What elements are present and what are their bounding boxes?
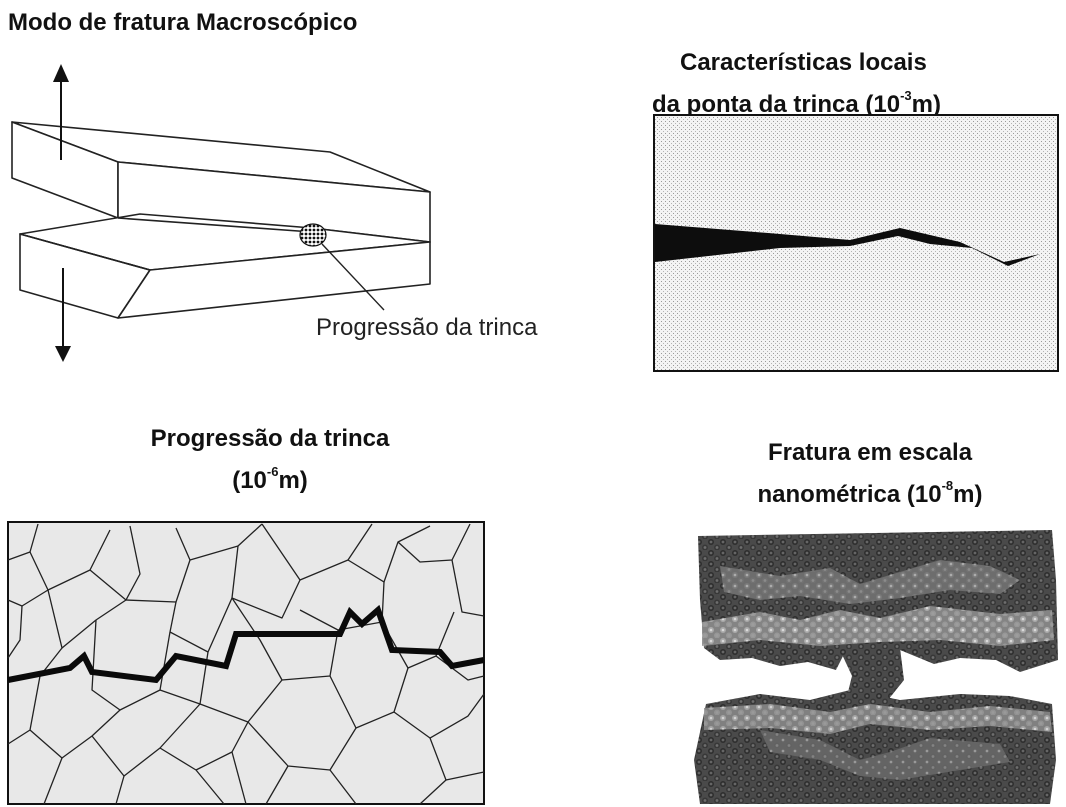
micro-panel-title: Progressão da trinca (10-6m) bbox=[70, 424, 470, 496]
crack-tip-zone bbox=[299, 223, 327, 247]
intergranular-crack-path bbox=[7, 604, 485, 684]
micro-title-line1: Progressão da trinca bbox=[150, 425, 390, 452]
atoms-lower-bright-band bbox=[704, 704, 1052, 734]
nano-title-line2: nanométrica (10-8m) bbox=[757, 478, 983, 508]
load-arrow-up bbox=[53, 64, 69, 160]
micro-title-line2: (10-6m) bbox=[232, 464, 308, 494]
crack-tip-panel bbox=[653, 114, 1059, 372]
macro-panel-title: Modo de fratura Macroscópico bbox=[8, 9, 358, 36]
atoms-upper-highlight bbox=[720, 560, 1020, 604]
nano-title-line1: Fratura em escala bbox=[767, 439, 973, 466]
local-panel-title-line2: da ponta da trinca (10-3m) bbox=[652, 88, 941, 118]
local-panel-title: Características locais bbox=[680, 48, 927, 78]
atoms-upper-bright-band bbox=[702, 606, 1054, 646]
crack-label-leader bbox=[321, 243, 385, 311]
nano-panel-title: Fratura em escala nanométrica (10-8m) bbox=[690, 438, 1050, 510]
local-title-line1: Características locais bbox=[680, 49, 927, 76]
crack-wedge bbox=[655, 224, 1040, 266]
atomic-panel bbox=[694, 530, 1058, 804]
crack-front-line bbox=[117, 217, 313, 233]
crack-progression-label: Progressão da trinca bbox=[316, 314, 538, 341]
macro-specimen bbox=[11, 121, 431, 319]
lower-block-side bbox=[117, 241, 431, 319]
grain-panel bbox=[7, 521, 485, 805]
load-arrow-down bbox=[55, 268, 71, 362]
atoms-lower-highlight bbox=[760, 730, 1010, 780]
